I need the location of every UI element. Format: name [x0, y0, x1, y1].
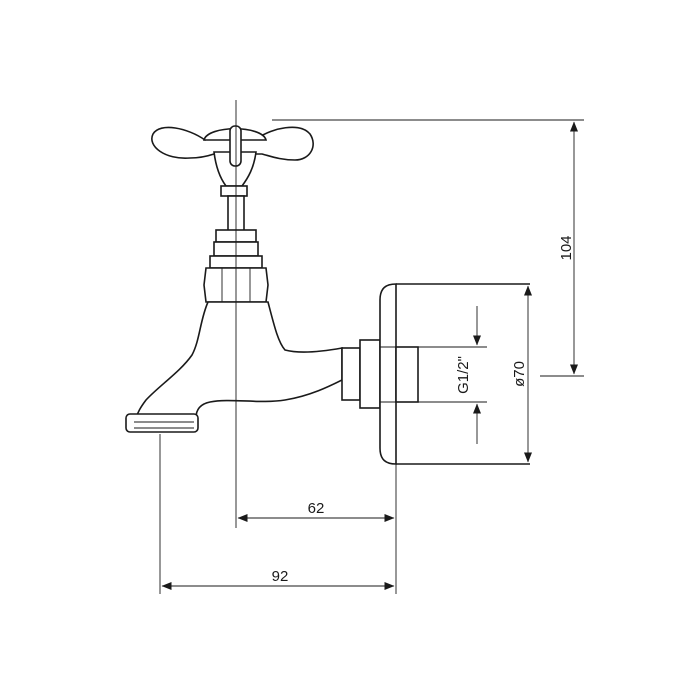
handle-pin	[229, 125, 242, 167]
dimension-reach-center: 62	[237, 464, 397, 594]
handle-neck	[220, 185, 248, 197]
height-label: 104	[558, 235, 575, 260]
dimension-reach-outlet: 92	[159, 434, 395, 594]
reach-outlet-label: 92	[272, 568, 289, 585]
tap-body	[125, 301, 343, 433]
connector-collar	[341, 347, 361, 401]
cross-handle	[151, 125, 314, 197]
spout-tip	[125, 413, 199, 433]
dimension-height: 104	[272, 119, 584, 377]
dimension-plate-diameter: ø70	[511, 285, 532, 463]
dimension-thread: G1/2"	[455, 306, 481, 444]
wall-connection	[341, 283, 530, 465]
thread-body	[395, 346, 419, 403]
body-shell	[134, 301, 343, 419]
wall-plate	[379, 283, 397, 465]
reach-center-label: 62	[308, 500, 325, 517]
diameter-label: ø70	[511, 361, 528, 387]
thread-label: G1/2"	[455, 356, 472, 394]
connector-flange	[359, 339, 381, 409]
